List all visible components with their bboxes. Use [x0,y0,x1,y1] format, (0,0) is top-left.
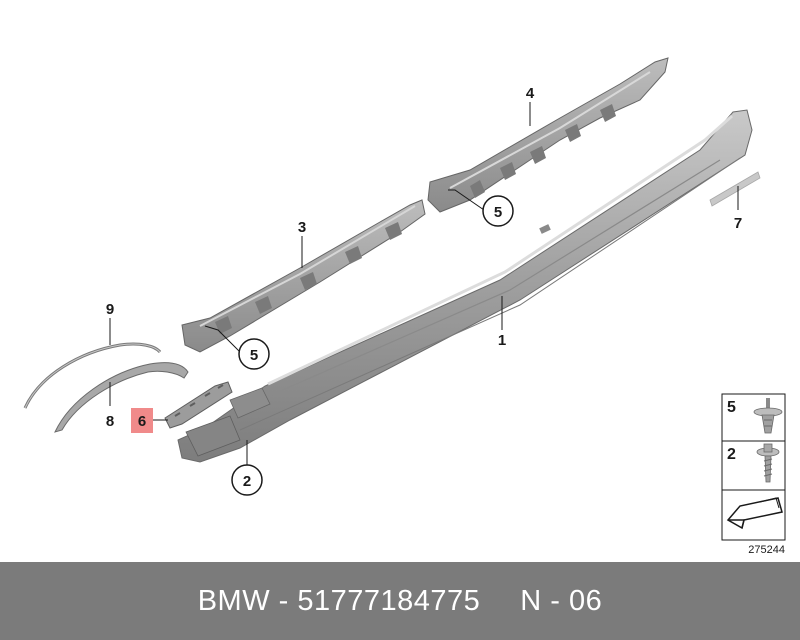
callout-9: 9 [106,301,114,318]
footer-separator: - [270,584,298,617]
svg-text:9: 9 [106,301,114,318]
callout-6-highlighted: 6 [131,408,153,433]
brand-label: BMW [197,584,271,617]
svg-text:2: 2 [727,446,736,463]
wheel-arch-cover-part [54,362,189,433]
svg-text:1: 1 [498,332,506,349]
svg-text:5: 5 [494,204,502,221]
svg-text:3: 3 [298,219,306,236]
callout-2: 2 [231,464,263,496]
wheel-arch-trim-upper-part [23,342,162,409]
callout-1: 1 [498,332,506,349]
leader-lines [109,102,739,467]
screw-icon [756,443,780,483]
side-sill-panel-part [177,109,753,463]
position-code: N - 06 [520,584,603,617]
clip-strip-part [164,381,233,429]
callout-8: 8 [106,413,114,430]
svg-text:7: 7 [734,215,742,232]
panel-removal-arrow-icon [726,497,783,530]
svg-text:5: 5 [727,399,736,416]
callout-7: 7 [734,215,742,232]
svg-text:8: 8 [106,413,114,430]
middle-bracket-part [181,199,426,353]
diagram-reference-number: 275244 [748,544,785,556]
fastener-inset: 5 2 [721,393,786,541]
part-number: 51777184775 [297,584,481,617]
callout-5-upper: 5 [482,195,514,227]
callout-4: 4 [526,85,535,102]
upper-rear-bracket-part [427,57,669,213]
callout-5-lower: 5 [238,338,270,370]
inset-item-5: 5 [727,398,783,434]
inset-item-2: 2 [727,443,780,483]
expanding-rivet-icon [753,398,783,434]
molding-strip-part [709,171,761,207]
callout-3: 3 [298,219,306,236]
svg-text:6: 6 [138,413,146,430]
svg-text:5: 5 [250,347,258,364]
parts-diagram: 1 2 3 4 5 5 6 7 8 9 5 [23,57,786,556]
svg-text:4: 4 [526,85,535,102]
part-info-footer: BMW - 51777184775 N - 06 [0,562,800,640]
svg-text:2: 2 [243,473,251,490]
